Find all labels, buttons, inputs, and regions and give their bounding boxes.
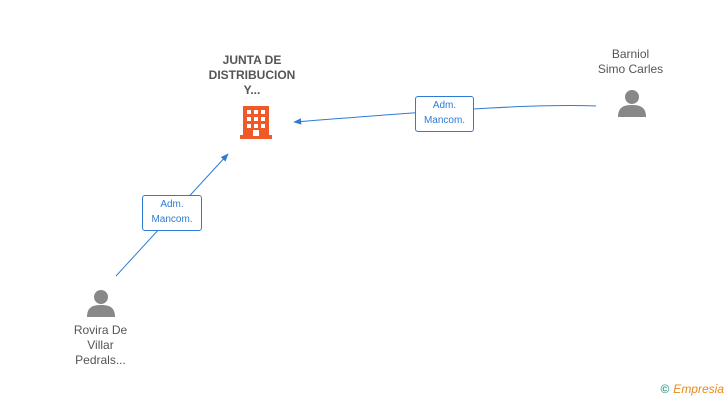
person-name-barniol[interactable]: Barniol Simo Carles — [583, 47, 678, 77]
building-icon[interactable] — [240, 105, 272, 139]
relation-label-line: Adm. — [160, 199, 184, 210]
relation-label-barniol[interactable]: Adm. Mancom. — [415, 96, 474, 132]
person-name-line: Rovira De — [73, 323, 128, 337]
company-name[interactable]: JUNTA DE DISTRIBUCION Y... — [197, 53, 307, 98]
brand-initial: E — [673, 382, 682, 396]
copyright-icon: © — [660, 382, 670, 396]
person-name-line: Barniol — [611, 47, 650, 61]
company-name-line-3: Y... — [243, 83, 261, 97]
company-name-line-1: JUNTA DE — [222, 53, 282, 67]
person-name-line: Pedrals... — [75, 353, 126, 367]
edge-barniol-to-company — [293, 105, 597, 125]
relation-label-line: Mancom. — [423, 115, 466, 126]
person-name-rovira[interactable]: Rovira De Villar Pedrals... — [53, 323, 148, 368]
brand-logo: ©Empresia — [660, 382, 724, 396]
relation-label-line: Adm. — [432, 100, 457, 111]
brand-name: mpresia — [681, 382, 724, 396]
person-icon[interactable] — [86, 288, 116, 318]
person-icon[interactable] — [617, 88, 647, 118]
person-name-line: Villar — [87, 338, 114, 352]
company-name-line-2: DISTRIBUCION — [208, 68, 296, 82]
person-name-line: Simo Carles — [597, 62, 664, 76]
relation-label-line: Mancom. — [151, 214, 193, 225]
relation-label-rovira[interactable]: Adm. Mancom. — [142, 195, 202, 231]
